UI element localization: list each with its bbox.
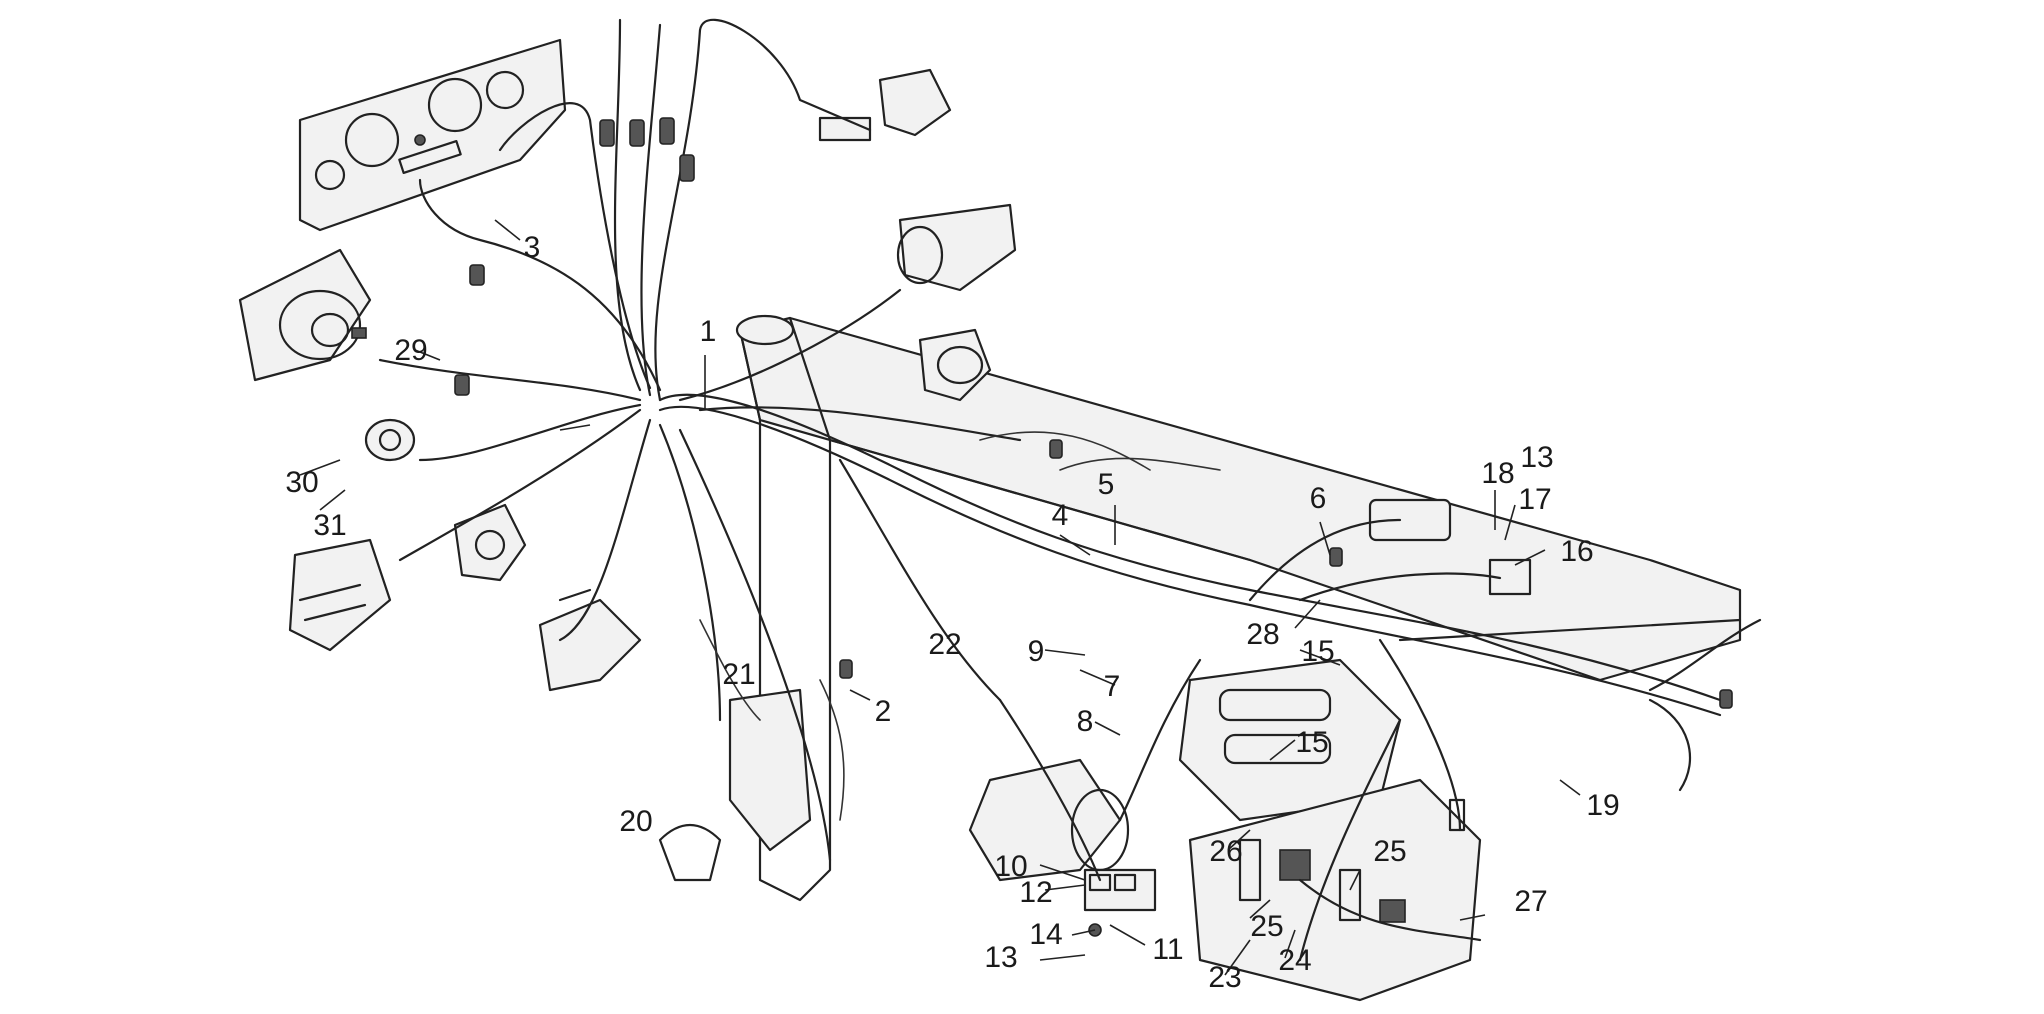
callout-6: 6 bbox=[1309, 482, 1327, 515]
sensor bbox=[364, 418, 416, 462]
callout-20: 20 bbox=[619, 805, 653, 838]
rear-regulator bbox=[1368, 498, 1532, 596]
instrument-panel bbox=[298, 38, 567, 232]
callout-16: 16 bbox=[1560, 535, 1594, 568]
starter-motor bbox=[968, 758, 1130, 882]
headlight bbox=[238, 248, 372, 382]
callout-31: 31 bbox=[313, 509, 347, 542]
callout-26: 26 bbox=[1209, 835, 1243, 868]
callout-12: 12 bbox=[1019, 876, 1053, 909]
callout-1: 1 bbox=[699, 315, 717, 348]
leader-lines bbox=[299, 219, 1581, 976]
clip bbox=[658, 824, 722, 882]
callout-25-left: 25 bbox=[1250, 910, 1284, 943]
callout-28: 28 bbox=[1246, 618, 1280, 651]
callout-15-upper: 15 bbox=[1301, 635, 1335, 668]
harness-wires bbox=[378, 18, 1762, 962]
callout-24: 24 bbox=[1278, 944, 1312, 977]
ignition-switch bbox=[453, 503, 527, 582]
right-switch bbox=[896, 203, 1017, 292]
callout-14: 14 bbox=[1029, 918, 1063, 951]
callout-29: 29 bbox=[394, 334, 428, 367]
callout-25-right: 25 bbox=[1373, 835, 1407, 868]
callout-30: 30 bbox=[285, 466, 319, 499]
callout-11: 11 bbox=[1152, 933, 1184, 966]
callout-8: 8 bbox=[1076, 705, 1094, 738]
callout-21: 21 bbox=[722, 658, 756, 691]
callout-3: 3 bbox=[523, 231, 541, 264]
callout-2: 2 bbox=[874, 695, 892, 728]
callout-10: 10 bbox=[994, 850, 1028, 883]
callout-15-lower: 15 bbox=[1295, 726, 1329, 759]
fuse-board bbox=[1188, 778, 1482, 1002]
callout-19: 19 bbox=[1586, 789, 1620, 822]
callout-18: 18 bbox=[1481, 457, 1515, 490]
callout-5: 5 bbox=[1097, 468, 1115, 501]
callout-13-bottom: 13 bbox=[984, 941, 1018, 974]
connectors bbox=[454, 117, 1733, 709]
callout-4: 4 bbox=[1051, 499, 1069, 532]
lower-shield bbox=[728, 688, 812, 852]
horn-right bbox=[918, 328, 992, 402]
callout-7: 7 bbox=[1103, 670, 1121, 703]
callout-9: 9 bbox=[1027, 635, 1045, 668]
callout-27: 27 bbox=[1514, 885, 1548, 918]
relay-cluster bbox=[1083, 868, 1157, 937]
left-switch bbox=[288, 538, 392, 652]
callout-13-top: 13 bbox=[1520, 441, 1554, 474]
top-switch bbox=[818, 68, 952, 142]
callout-17: 17 bbox=[1518, 483, 1552, 516]
callout-23: 23 bbox=[1208, 961, 1242, 994]
callout-22: 22 bbox=[928, 628, 962, 661]
